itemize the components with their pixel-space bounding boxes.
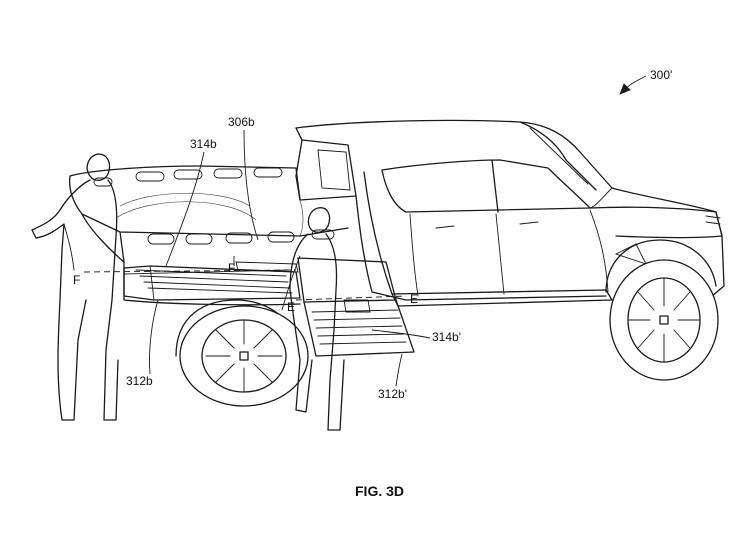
reference-arrow-icon	[619, 75, 647, 95]
label-E-left: E	[287, 300, 295, 314]
bed-top-slots	[93, 167, 283, 187]
truck-bed	[68, 165, 357, 306]
side-storage-drawer	[297, 257, 415, 357]
rear-storage-drawer	[123, 261, 301, 301]
truck-body: E	[295, 119, 725, 307]
label-314b-prime: 314b'	[432, 330, 461, 344]
label-F-mid: F	[228, 261, 235, 275]
front-wheel	[609, 259, 719, 381]
label-F-left: F	[73, 273, 80, 287]
label-E-right: E	[410, 292, 418, 306]
person-right	[281, 207, 345, 431]
label-306b: 306b	[228, 115, 255, 129]
label-312b: 312b	[126, 374, 153, 388]
reference-labels: 300' 306b 314b 312b 314b' 312b'	[126, 68, 672, 401]
label-300-prime: 300'	[650, 68, 672, 82]
rear-wheel	[175, 299, 309, 407]
person-left	[31, 153, 119, 421]
label-312b-prime: 312b'	[378, 387, 407, 401]
bed-lower-slots	[147, 229, 335, 245]
figure-caption: FIG. 3D	[355, 483, 404, 499]
label-314b: 314b	[190, 137, 217, 151]
section-lines: F F E	[73, 256, 407, 314]
